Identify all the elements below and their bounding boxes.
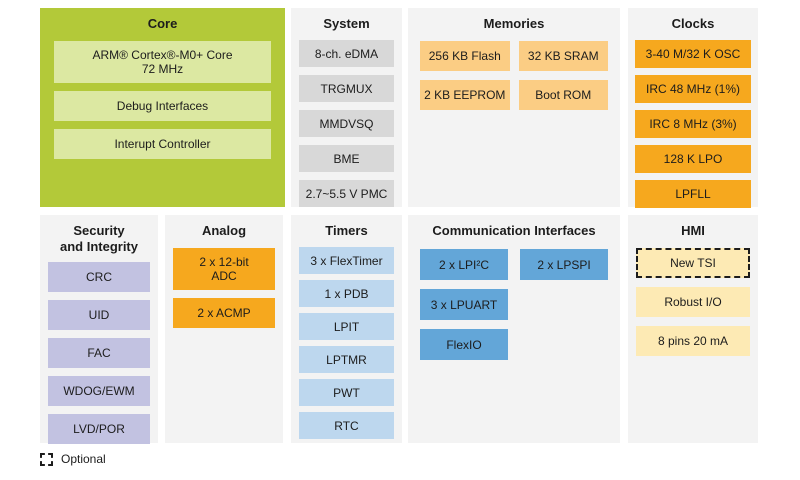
section-memories: Memories 256 KB Flash 32 KB SRAM 2 KB EE… — [408, 8, 620, 207]
block-flextimer: 3 x FlexTimer — [299, 247, 394, 274]
block-irc-48mhz: IRC 48 MHz (1%) — [635, 75, 751, 103]
block-pdb: 1 x PDB — [299, 280, 394, 307]
block-mmdvsq: MMDVSQ — [299, 110, 394, 137]
hmi-block-stack: New TSI Robust I/O 8 pins 20 mA — [628, 248, 758, 356]
block-trgmux: TRGMUX — [299, 75, 394, 102]
section-hmi-title: HMI — [681, 223, 705, 238]
block-lpfll: LPFLL — [635, 180, 751, 208]
block-wdog-ewm: WDOG/EWM — [48, 376, 150, 406]
section-core-title: Core — [147, 16, 178, 31]
block-bme: BME — [299, 145, 394, 172]
section-analog-title: Analog — [201, 223, 247, 238]
timers-block-stack: 3 x FlexTimer 1 x PDB LPIT LPTMR PWT RTC — [291, 247, 402, 439]
block-osc: 3-40 M/32 K OSC — [635, 40, 751, 68]
block-crc: CRC — [48, 262, 150, 292]
block-new-tsi: New TSI — [636, 248, 750, 278]
memories-block-grid: 256 KB Flash 32 KB SRAM 2 KB EEPROM Boot… — [408, 41, 620, 110]
block-pwt: PWT — [299, 379, 394, 406]
block-lvd-por: LVD/POR — [48, 414, 150, 444]
block-lpspi: 2 x LPSPI — [520, 249, 608, 280]
section-security-and-integrity: Security and Integrity CRC UID FAC WDOG/… — [40, 215, 158, 444]
section-timers-title: Timers — [325, 223, 368, 238]
section-communication-interfaces: Communication Interfaces 2 x LPI²C 2 x L… — [408, 215, 620, 443]
section-timers: Timers 3 x FlexTimer 1 x PDB LPIT LPTMR … — [291, 215, 402, 443]
block-robust-io: Robust I/O — [636, 287, 750, 317]
block-lpit: LPIT — [299, 313, 394, 340]
section-analog: Analog 2 x 12-bit ADC 2 x ACMP — [165, 215, 283, 443]
core-block-stack: ARM® Cortex®-M0+ Core 72 MHz Debug Inter… — [40, 41, 285, 159]
block-8pins-20ma: 8 pins 20 mA — [636, 326, 750, 356]
section-system: System 8-ch. eDMA TRGMUX MMDVSQ BME 2.7~… — [291, 8, 402, 207]
section-clocks: Clocks 3-40 M/32 K OSC IRC 48 MHz (1%) I… — [628, 8, 758, 208]
block-256kb-flash: 256 KB Flash — [420, 41, 510, 71]
block-arm-cortex-m0plus: ARM® Cortex®-M0+ Core 72 MHz — [54, 41, 271, 83]
section-system-title: System — [323, 16, 370, 31]
block-adc: 2 x 12-bit ADC — [173, 248, 275, 290]
security-block-stack: CRC UID FAC WDOG/EWM LVD/POR — [40, 262, 158, 444]
block-edma: 8-ch. eDMA — [299, 40, 394, 67]
block-acmp: 2 x ACMP — [173, 298, 275, 328]
block-irc-8mhz: IRC 8 MHz (3%) — [635, 110, 751, 138]
system-block-stack: 8-ch. eDMA TRGMUX MMDVSQ BME 2.7~5.5 V P… — [291, 40, 402, 207]
legend-optional: Optional — [40, 452, 106, 466]
block-128k-lpo: 128 K LPO — [635, 145, 751, 173]
block-lpuart: 3 x LPUART — [420, 289, 508, 320]
section-hmi: HMI New TSI Robust I/O 8 pins 20 mA — [628, 215, 758, 443]
clocks-block-stack: 3-40 M/32 K OSC IRC 48 MHz (1%) IRC 8 MH… — [628, 40, 758, 208]
block-lpi2c: 2 x LPI²C — [420, 249, 508, 280]
comm-block-grid: 2 x LPI²C 2 x LPSPI 3 x LPUART FlexIO — [408, 249, 620, 360]
legend-optional-label: Optional — [61, 452, 106, 466]
block-fac: FAC — [48, 338, 150, 368]
section-security-title: Security and Integrity — [59, 223, 138, 254]
section-memories-title: Memories — [483, 16, 545, 31]
block-lptmr: LPTMR — [299, 346, 394, 373]
optional-dashed-swatch-icon — [40, 452, 53, 466]
block-flexio: FlexIO — [420, 329, 508, 360]
block-rtc: RTC — [299, 412, 394, 439]
section-clocks-title: Clocks — [671, 16, 715, 31]
section-core: Core ARM® Cortex®-M0+ Core 72 MHz Debug … — [40, 8, 285, 207]
block-pmc: 2.7~5.5 V PMC — [299, 180, 394, 207]
block-32kb-sram: 32 KB SRAM — [518, 41, 608, 71]
analog-block-stack: 2 x 12-bit ADC 2 x ACMP — [165, 248, 283, 328]
block-debug-interfaces: Debug Interfaces — [54, 91, 271, 121]
block-uid: UID — [48, 300, 150, 330]
block-boot-rom: Boot ROM — [518, 80, 608, 110]
section-comm-title: Communication Interfaces — [432, 223, 596, 238]
block-2kb-eeprom: 2 KB EEPROM — [420, 80, 510, 110]
block-interrupt-controller: Interupt Controller — [54, 129, 271, 159]
